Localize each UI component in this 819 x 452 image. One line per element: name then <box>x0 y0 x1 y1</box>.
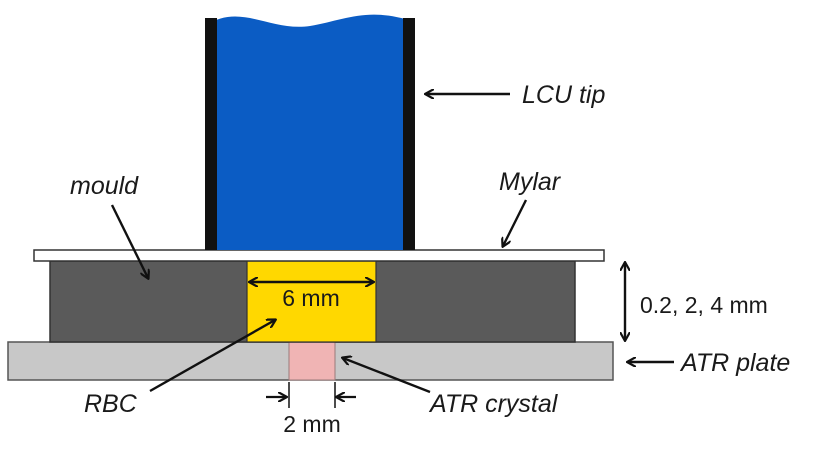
mylar-film <box>33 249 605 262</box>
crystal-width-label: 2 mm <box>283 411 341 437</box>
atr-crystal-label: ATR crystal <box>428 390 559 418</box>
mylar-pointer-arrow <box>503 199 528 246</box>
sample-width-label: 6 mm <box>282 285 340 311</box>
lcu-tip-label: LCU tip <box>522 81 605 109</box>
mould-label: mould <box>70 172 139 200</box>
mould-pointer-arrow <box>110 204 148 278</box>
thickness-label: 0.2, 2, 4 mm <box>640 292 768 318</box>
atr-crystal <box>288 341 336 381</box>
lcu-tip-right-wall <box>403 18 415 250</box>
lcu-tip <box>205 14 415 251</box>
rbc-label: RBC <box>84 390 138 418</box>
rbc-pointer-arrow <box>149 320 275 393</box>
lcu-tip-body <box>205 14 415 251</box>
mylar-label: Mylar <box>499 168 562 196</box>
atr-plate-label: ATR plate <box>679 349 790 377</box>
atr-crystal-pointer-arrow <box>343 358 431 394</box>
lcu-tip-left-wall <box>205 18 217 250</box>
